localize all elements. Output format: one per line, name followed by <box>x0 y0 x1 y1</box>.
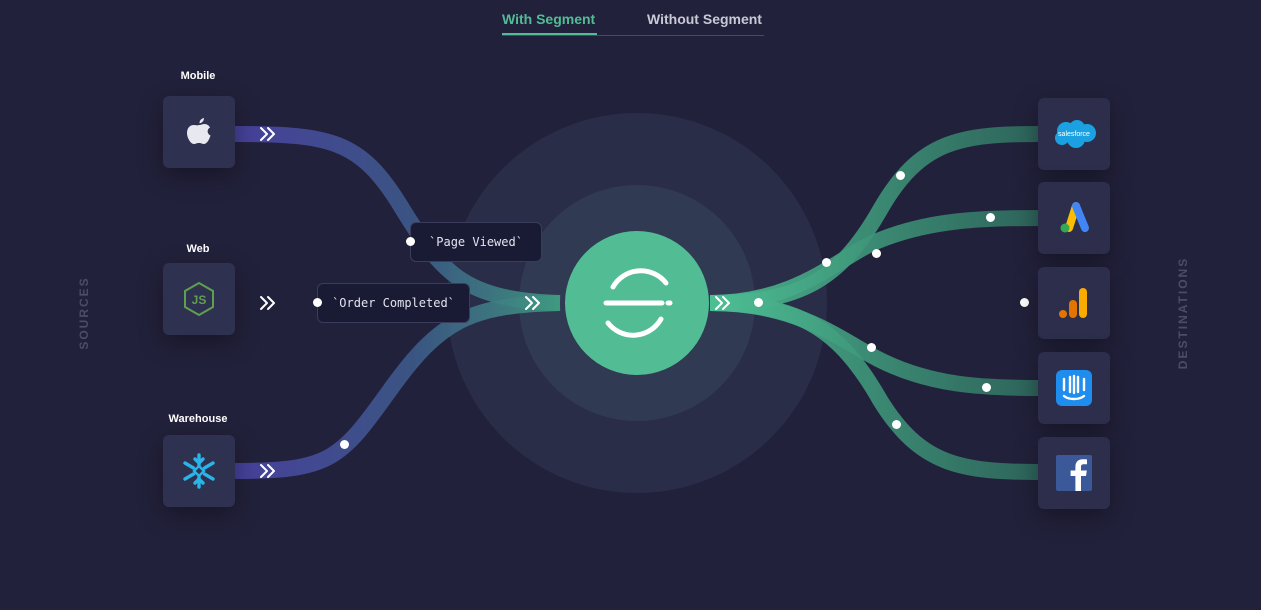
google-ads-flow-path <box>709 210 1041 311</box>
event-tag-page-viewed: `Page Viewed` <box>410 222 542 262</box>
facebook-flow-path <box>709 295 1041 480</box>
warehouse-flow-path <box>233 295 561 479</box>
svg-text:JS: JS <box>192 293 207 307</box>
event-dot <box>872 249 881 258</box>
destination-card-intercom[interactable] <box>1038 352 1110 424</box>
event-label-page-viewed: `Page Viewed` <box>429 235 523 249</box>
event-dot <box>754 298 763 307</box>
event-dot <box>896 171 905 180</box>
event-dot <box>986 213 995 222</box>
view-tabs: With Segment Without Segment <box>502 0 764 36</box>
warehouse-chevron-icon <box>260 464 275 478</box>
event-label-order-completed: `Order Completed` <box>332 296 455 310</box>
event-dot <box>982 383 991 392</box>
google-ads-icon <box>1060 202 1089 233</box>
destination-card-salesforce[interactable]: salesforce <box>1038 98 1110 170</box>
salesforce-icon: salesforce <box>1055 120 1096 148</box>
source-title-mobile: Mobile <box>180 70 216 82</box>
source-card-mobile[interactable] <box>163 96 235 168</box>
active-tab-indicator <box>502 33 597 35</box>
snowflake-icon <box>183 453 215 489</box>
event-dot <box>867 343 876 352</box>
mobile-flow-path <box>233 126 561 311</box>
facebook-icon <box>1056 455 1092 491</box>
event-dot <box>1020 298 1029 307</box>
source-title-warehouse: Warehouse <box>168 413 228 425</box>
event-dot <box>313 298 322 307</box>
nodejs-icon: JS <box>184 281 214 317</box>
event-dot <box>892 420 901 429</box>
source-title-web: Web <box>186 243 210 255</box>
tab-without-segment[interactable]: Without Segment <box>647 11 762 27</box>
intercom-icon <box>1056 370 1092 406</box>
tab-with-segment[interactable]: With Segment <box>502 11 596 27</box>
source-card-warehouse[interactable] <box>163 435 235 507</box>
salesforce-logo-text: salesforce <box>1058 131 1090 138</box>
event-tag-order-completed: `Order Completed` <box>317 283 470 323</box>
event-dot <box>822 258 831 267</box>
destination-card-google-analytics[interactable] <box>1038 267 1110 339</box>
apple-icon <box>187 118 211 144</box>
web-chevron-icon <box>260 296 275 310</box>
google-analytics-icon <box>1059 288 1087 318</box>
mobile-chevron-icon <box>260 127 275 141</box>
destination-card-facebook[interactable] <box>1038 437 1110 509</box>
hub-in-chevron-icon <box>525 296 540 310</box>
hub-out-chevron-icon <box>715 296 730 310</box>
event-dot <box>340 440 349 449</box>
segment-logo-icon <box>603 268 673 338</box>
source-card-web[interactable]: JS <box>163 263 235 335</box>
event-dot <box>406 237 415 246</box>
destination-card-google-ads[interactable] <box>1038 182 1110 254</box>
